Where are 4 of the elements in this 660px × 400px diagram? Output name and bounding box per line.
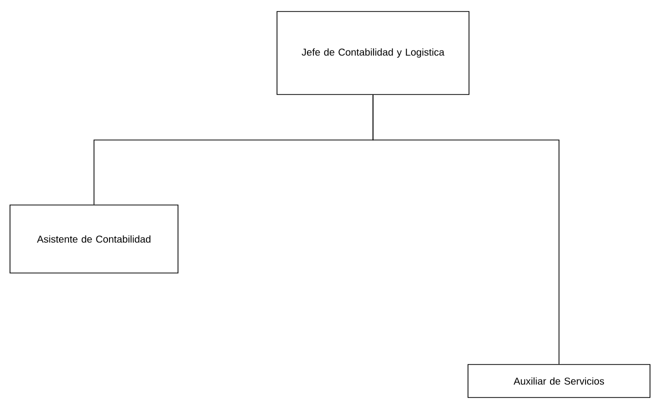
connector-line <box>372 94 560 364</box>
org-box: Auxiliar de Servicios <box>468 364 650 398</box>
org-box: Jefe de Contabilidad y Logistica <box>276 11 470 95</box>
org-box: Asistente de Contabilidad <box>10 204 178 274</box>
